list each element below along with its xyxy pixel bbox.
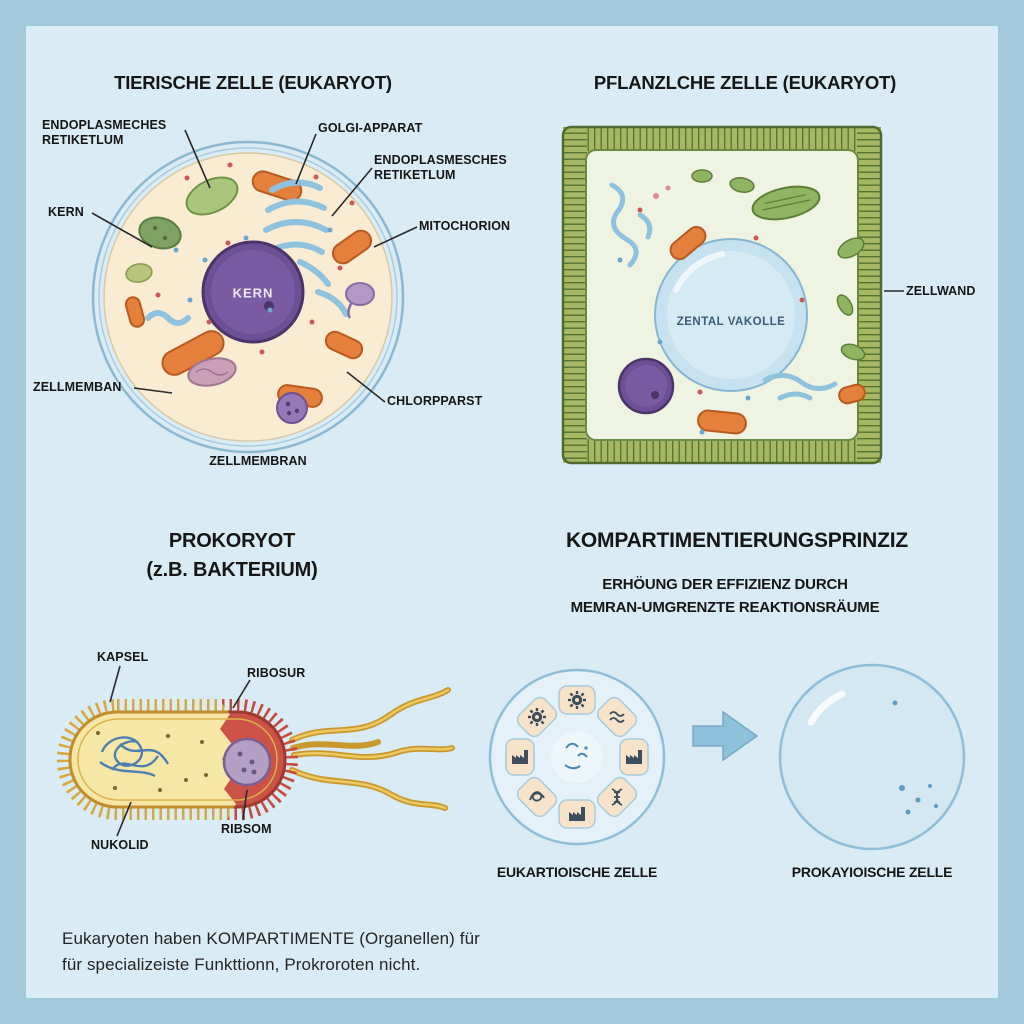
footer-caption: Eukaryoten haben KOMPARTIMENTE (Organell… — [62, 929, 480, 975]
prokaryote-title: PROKORYOT (z.B. BAKTERIUM) — [146, 530, 318, 581]
label-mitochondrion: MITOCHORION — [419, 219, 511, 233]
label-kapsel: KAPSEL — [97, 650, 149, 664]
label-vacuole: ZENTAL VAKOLLE — [676, 316, 786, 328]
plant-cell-title: PFLANZLCHE ZELLE (EUKARYOT) — [593, 72, 897, 93]
label-nukolid: NUKOLID — [91, 838, 149, 852]
label-cell-wall: ZELLWAND — [906, 284, 976, 298]
animal-cell-drawing — [91, 129, 418, 454]
plant-mitochondria — [669, 225, 866, 435]
bacterium-leader-lines — [109, 665, 251, 837]
green-organelles — [125, 176, 239, 283]
label-golgi: GOLGI-APPARAT — [318, 121, 423, 135]
label-prokaryotic-cell: PROKAYIOISCHE ZELLE — [791, 864, 953, 880]
compartment-drawing — [488, 663, 966, 851]
label-eukaryotic-cell: EUKARTIOISCHE ZELLE — [496, 864, 658, 880]
compartment-boxes — [505, 685, 649, 829]
plant-er-shapes — [609, 182, 838, 401]
eukaryote-center — [551, 731, 603, 783]
cytoplasm-dots — [155, 162, 355, 355]
compartment-subtitle: ERHÖUNG DER EFFIZIENZ DURCH MEMRAN-UMGRE… — [570, 576, 880, 616]
nucleoid-dna — [99, 736, 170, 778]
purple-organelles — [187, 282, 375, 424]
ribosome-blob — [222, 737, 272, 787]
chloroplast-shapes — [691, 169, 866, 361]
capsule-inner-line — [77, 718, 278, 801]
label-chloroplast: CHLORPPARST — [387, 394, 483, 408]
label-ribsom: RIBSOM — [221, 822, 272, 836]
prokaryote-circle — [778, 663, 966, 851]
animal-cell-title: TIERISCHE ZELLE (EUKARYOT) — [114, 72, 392, 93]
label-er-right: ENDOPLASMESCHES RETIKETLUM — [374, 153, 507, 182]
animal-leader-lines — [91, 129, 418, 403]
pili-spikes — [57, 699, 298, 820]
flagella — [289, 687, 455, 811]
label-membrane-bottom: ZELLMEMBRAN — [209, 454, 307, 468]
gear-icon — [527, 707, 547, 727]
plant-nucleus — [617, 357, 675, 415]
animal-nucleus — [201, 240, 305, 344]
gear-icon — [567, 690, 587, 710]
label-kern-nucleus: KERN — [232, 285, 274, 301]
right-arrow-icon — [692, 710, 759, 762]
bacterium-drawing — [57, 665, 455, 837]
compartment-title: KOMPARTIMENTIERUNGSPRINZIZ — [565, 529, 909, 552]
label-ribosur: RIBOSUR — [247, 666, 306, 680]
eukaryote-center-marks — [564, 742, 588, 770]
label-membrane-left: ZELLMEMBAN — [33, 380, 122, 394]
label-er-left: ENDOPLASMECHES RETIKETLUM — [42, 118, 167, 147]
bacterium-dots — [96, 731, 208, 792]
central-vacuole — [654, 238, 808, 392]
red-cap — [218, 710, 287, 809]
plant-dots — [617, 185, 805, 435]
label-kern-pointer: KERN — [48, 205, 84, 219]
plant-cell-drawing — [561, 125, 904, 465]
